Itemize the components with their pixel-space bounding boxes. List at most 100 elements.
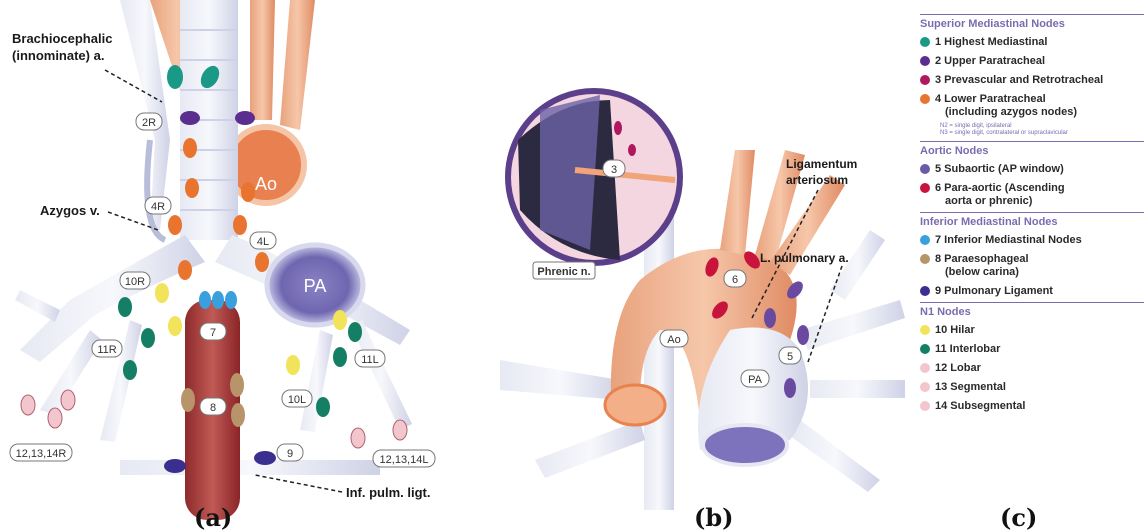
node-8	[230, 373, 244, 397]
legend-label: 13 Segmental	[935, 381, 1006, 394]
legend-swatch	[920, 344, 930, 354]
label-12-13-14L: 12,13,14L	[380, 454, 429, 466]
node-11	[141, 328, 155, 348]
panel-a-artwork: 2R 4R 4L 10R 11R 7 8 9 10L 11L 12,13,14R…	[10, 0, 435, 520]
legend-item: 4 Lower Paratracheal(including azygos no…	[920, 93, 1144, 119]
legend-label-line: 3 Prevascular and Retrotracheal	[935, 74, 1103, 87]
label-9: 9	[287, 448, 293, 460]
node-8	[231, 403, 245, 427]
legend-heading: Aortic Nodes	[920, 141, 1144, 157]
legend-item: 12 Lobar	[920, 362, 1144, 375]
label-8: 8	[210, 402, 216, 414]
legend-heading: N1 Nodes	[920, 302, 1144, 318]
legend-label-line: 10 Hilar	[935, 324, 975, 337]
node-4	[183, 138, 197, 158]
label-3: 3	[611, 164, 617, 176]
legend-swatch	[920, 94, 930, 104]
node-7	[212, 291, 224, 309]
legend-swatch	[920, 235, 930, 245]
legend-label-line: 9 Pulmonary Ligament	[935, 285, 1053, 298]
legend-heading: Superior Mediastinal Nodes	[920, 14, 1144, 30]
label-10L: 10L	[288, 394, 306, 406]
label-azygos: Azygos v.	[40, 203, 100, 218]
node-11	[118, 297, 132, 317]
legend-item: 10 Hilar	[920, 324, 1144, 337]
legend-swatch	[920, 37, 930, 47]
label-brachiocephalic-2: (innominate) a.	[12, 48, 104, 63]
left-subclavian-artery	[280, 0, 315, 130]
label-ligamentum-1: Ligamentum	[786, 157, 857, 171]
legend-item: 13 Segmental	[920, 381, 1144, 394]
legend-swatch	[920, 75, 930, 85]
node-10	[333, 310, 347, 330]
label-pa-b: PA	[748, 374, 763, 386]
legend-label: 10 Hilar	[935, 324, 975, 337]
node-12	[351, 428, 365, 448]
node-9	[164, 459, 186, 473]
legend-label-line: 2 Upper Paratracheal	[935, 55, 1045, 68]
legend-label: 4 Lower Paratracheal(including azygos no…	[935, 93, 1077, 119]
pointer-l-pulm	[808, 266, 842, 362]
node-4	[241, 182, 255, 202]
node-5	[797, 325, 809, 345]
node-14	[48, 408, 62, 428]
label-7: 7	[210, 327, 216, 339]
caption-c: (c)	[1000, 503, 1037, 532]
node-5	[764, 308, 776, 328]
legend-label-line: 14 Subsegmental	[935, 400, 1025, 413]
left-carotid-artery	[250, 0, 275, 120]
label-11L: 11L	[361, 354, 379, 366]
legend-swatch	[920, 56, 930, 66]
legend-item: 2 Upper Paratracheal	[920, 55, 1144, 68]
label-5: 5	[787, 351, 793, 363]
node-8	[181, 388, 195, 412]
node-11	[316, 397, 330, 417]
legend-item: 11 Interlobar	[920, 343, 1144, 356]
legend-label: 8 Paraesophageal(below carina)	[935, 253, 1029, 279]
node-13	[393, 420, 407, 440]
node-4	[185, 178, 199, 198]
label-10R: 10R	[125, 276, 145, 288]
node-4	[168, 215, 182, 235]
legend-label-line: 12 Lobar	[935, 362, 981, 375]
legend-label-line: 6 Para-aortic (Ascending	[935, 182, 1065, 195]
legend-label: 14 Subsegmental	[935, 400, 1025, 413]
legend-item: 14 Subsegmental	[920, 400, 1144, 413]
legend-label-line: 11 Interlobar	[935, 343, 1000, 356]
legend-label: 2 Upper Paratracheal	[935, 55, 1045, 68]
label-ao: Ao	[255, 174, 277, 194]
legend-label-line: 13 Segmental	[935, 381, 1006, 394]
node-2	[180, 111, 200, 125]
node-station-legend: Superior Mediastinal Nodes 1 Highest Medi…	[920, 10, 1144, 413]
node-4	[255, 252, 269, 272]
legend-label: 9 Pulmonary Ligament	[935, 285, 1053, 298]
legend-item: 3 Prevascular and Retrotracheal	[920, 74, 1144, 87]
node-11	[123, 360, 137, 380]
legend-label: 5 Subaortic (AP window)	[935, 163, 1064, 176]
legend-label-line: 8 Paraesophageal	[935, 253, 1029, 266]
legend-swatch	[920, 382, 930, 392]
label-phrenic: Phrenic n.	[537, 266, 590, 278]
label-11R: 11R	[97, 344, 116, 356]
pointer-inf-pulm	[255, 475, 342, 492]
node-7	[199, 291, 211, 309]
legend-note: N2 = single digit, ipsilateral	[940, 123, 1144, 130]
legend-swatch	[920, 164, 930, 174]
legend-swatch	[920, 286, 930, 296]
legend-label: 12 Lobar	[935, 362, 981, 375]
label-ligamentum-2: arteriosum	[786, 173, 848, 187]
caption-b: (b)	[694, 503, 734, 532]
caption-a: (a)	[194, 503, 232, 532]
legend-swatch	[920, 401, 930, 411]
label-12-13-14R: 12,13,14R	[16, 448, 67, 460]
node-4	[178, 260, 192, 280]
node-1	[167, 65, 183, 89]
label-pa: PA	[304, 276, 327, 296]
legend-item: 1 Highest Mediastinal	[920, 36, 1144, 49]
legend-label-line: 5 Subaortic (AP window)	[935, 163, 1064, 176]
legend-note: N3 = single digit, contralateral or supr…	[940, 130, 1144, 137]
node-4	[233, 215, 247, 235]
legend-label-line: 7 Inferior Mediastinal Nodes	[935, 234, 1082, 247]
label-inf-pulm: Inf. pulm. ligt.	[346, 485, 431, 500]
